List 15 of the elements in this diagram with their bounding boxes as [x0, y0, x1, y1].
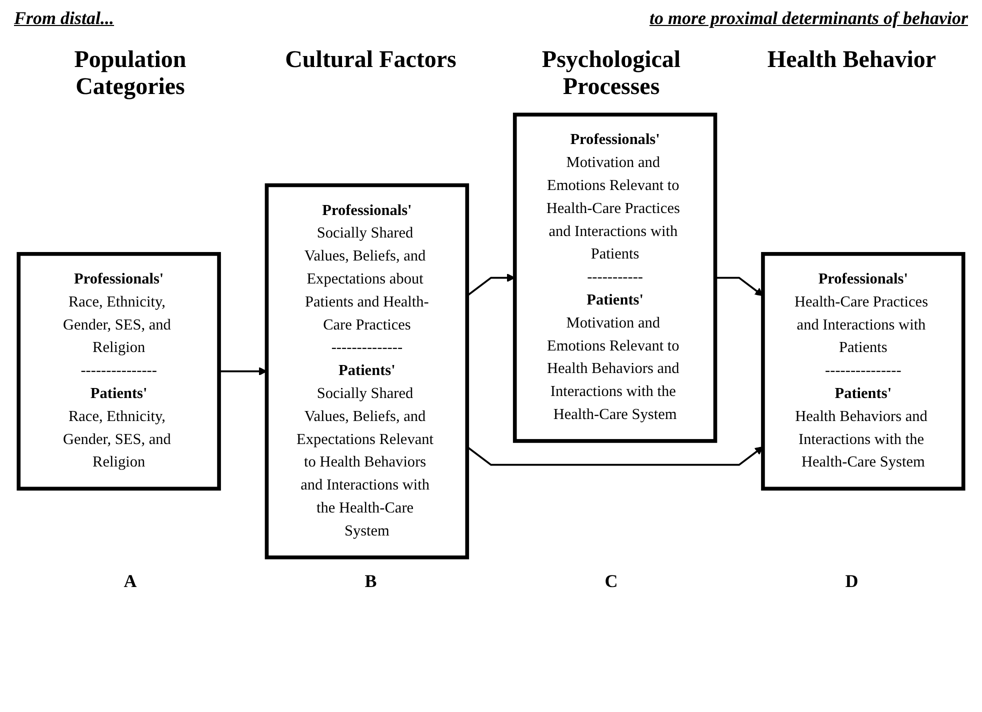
- flowchart: Professionals' Race, Ethnicity, Gender, SES, and Religion --------------- Patients' Race, Ethnicity, Gender, SES, and Religion Professionals' Socially Shared Values, Beliefs, and Expectations about Patients and Health-Care Practices -------------- Patients' Socially Shared Values, Beliefs, and Expectations Relevant to Health Behaviors and Interactions with the Health-Care System Professionals' Motivation and Emotions Relevant to Health-Care Practices and Interactions with Patients ----------- Patients' Motivation and Emotions Relevant to Health Behaviors and Interactions with the Health-Care System Professionals' Health-Care Practices and Interactions with Patients --------------- Patients' Health Behaviors and Interactions with the Health-Care System: [11, 101, 971, 571]
- axis-caption: to more proximal determinants of behavior: [649, 8, 968, 29]
- column-heading: Psychological Processes: [540, 47, 682, 101]
- column-heading: Health Behavior: [766, 47, 938, 75]
- column-letter: A: [122, 571, 138, 592]
- node-box: [761, 252, 966, 491]
- column-heading: Cultural Factors: [284, 47, 458, 75]
- node-box: [264, 183, 470, 560]
- column-heading: Population Categories: [73, 47, 188, 101]
- node-box: [512, 112, 718, 443]
- axis-caption: From distal...: [14, 8, 114, 29]
- column-letter: C: [604, 571, 619, 592]
- node-box: [16, 252, 221, 491]
- column-letter: D: [844, 571, 860, 592]
- column-letter: B: [364, 571, 378, 592]
